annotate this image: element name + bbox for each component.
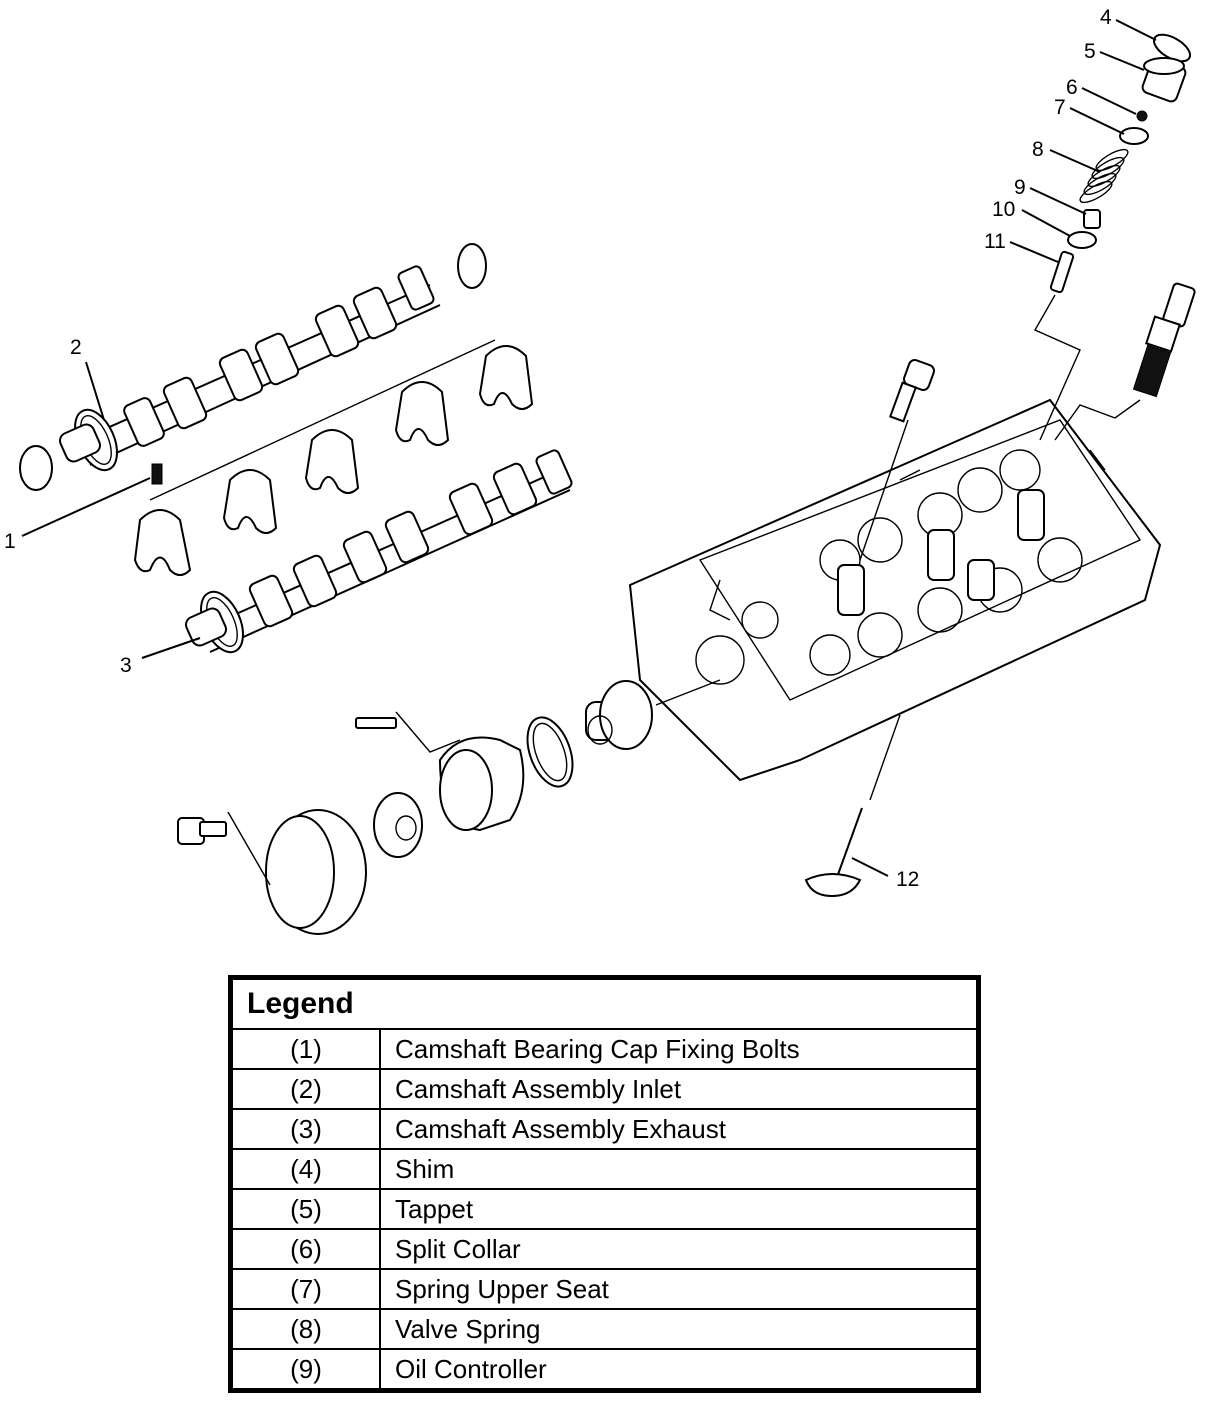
- legend-row-description: Split Collar: [379, 1228, 978, 1270]
- legend-row-number: (2): [231, 1068, 381, 1110]
- legend-row-description: Tappet: [379, 1188, 978, 1230]
- callout-10: 10: [992, 198, 1015, 221]
- exploded-view-diagram: 1 2 3 4 5 6 7 8 9 10 11 12: [4, 6, 1196, 935]
- legend-row: (4)Shim: [231, 1148, 978, 1190]
- head-bolt: [859, 359, 935, 561]
- callout-labels: 1 2 3 4 5 6 7 8 9 10 11 12: [4, 6, 1112, 891]
- callout-5: 5: [1084, 40, 1096, 63]
- legend-row-number: (5): [231, 1188, 381, 1230]
- legend-row-number: (9): [231, 1348, 381, 1390]
- callout-8: 8: [1032, 138, 1044, 161]
- callout-leaders: [21, 19, 1157, 877]
- callout-7: 7: [1054, 96, 1066, 119]
- callout-3: 3: [120, 654, 132, 677]
- legend-row: (3)Camshaft Assembly Exhaust: [231, 1108, 978, 1150]
- bearing-caps: [133, 339, 534, 576]
- valve: [804, 714, 901, 898]
- callout-12: 12: [896, 868, 919, 891]
- legend-table: Legend (1)Camshaft Bearing Cap Fixing Bo…: [228, 975, 981, 1393]
- legend-row: (5)Tappet: [231, 1188, 978, 1230]
- callout-4: 4: [1100, 6, 1112, 29]
- legend-row-description: Shim: [379, 1148, 978, 1190]
- legend-row-number: (7): [231, 1268, 381, 1310]
- legend-row-description: Camshaft Assembly Inlet: [379, 1068, 978, 1110]
- legend-row: (2)Camshaft Assembly Inlet: [231, 1068, 978, 1110]
- inlet-camshaft: [19, 243, 487, 491]
- legend-row: (8)Valve Spring: [231, 1308, 978, 1350]
- legend-row: (1)Camshaft Bearing Cap Fixing Bolts: [231, 1028, 978, 1070]
- spark-plug: [1054, 282, 1196, 441]
- legend-row-description: Camshaft Bearing Cap Fixing Bolts: [379, 1028, 978, 1070]
- legend-row-number: (3): [231, 1108, 381, 1150]
- legend-row-description: Camshaft Assembly Exhaust: [379, 1108, 978, 1150]
- cylinder-head: [628, 398, 1162, 782]
- callout-2: 2: [70, 336, 82, 359]
- legend-row-number: (1): [231, 1028, 381, 1070]
- callout-6: 6: [1066, 76, 1078, 99]
- legend-row-number: (8): [231, 1308, 381, 1350]
- front-drive-assembly: [177, 679, 721, 935]
- legend-row: (6)Split Collar: [231, 1228, 978, 1270]
- legend-row: (7)Spring Upper Seat: [231, 1268, 978, 1310]
- legend-title: Legend: [231, 978, 978, 1030]
- exhaust-camshaft: [185, 449, 573, 654]
- legend-row-number: (6): [231, 1228, 381, 1270]
- legend-row-description: Oil Controller: [379, 1348, 978, 1390]
- legend-row-description: Spring Upper Seat: [379, 1268, 978, 1310]
- callout-1: 1: [4, 530, 16, 553]
- legend-row-number: (4): [231, 1148, 381, 1190]
- valve-train-stack: [1034, 33, 1192, 441]
- callout-11: 11: [984, 230, 1006, 253]
- callout-9: 9: [1014, 176, 1026, 199]
- legend-row-description: Valve Spring: [379, 1308, 978, 1350]
- legend-row: (9)Oil Controller: [231, 1348, 978, 1390]
